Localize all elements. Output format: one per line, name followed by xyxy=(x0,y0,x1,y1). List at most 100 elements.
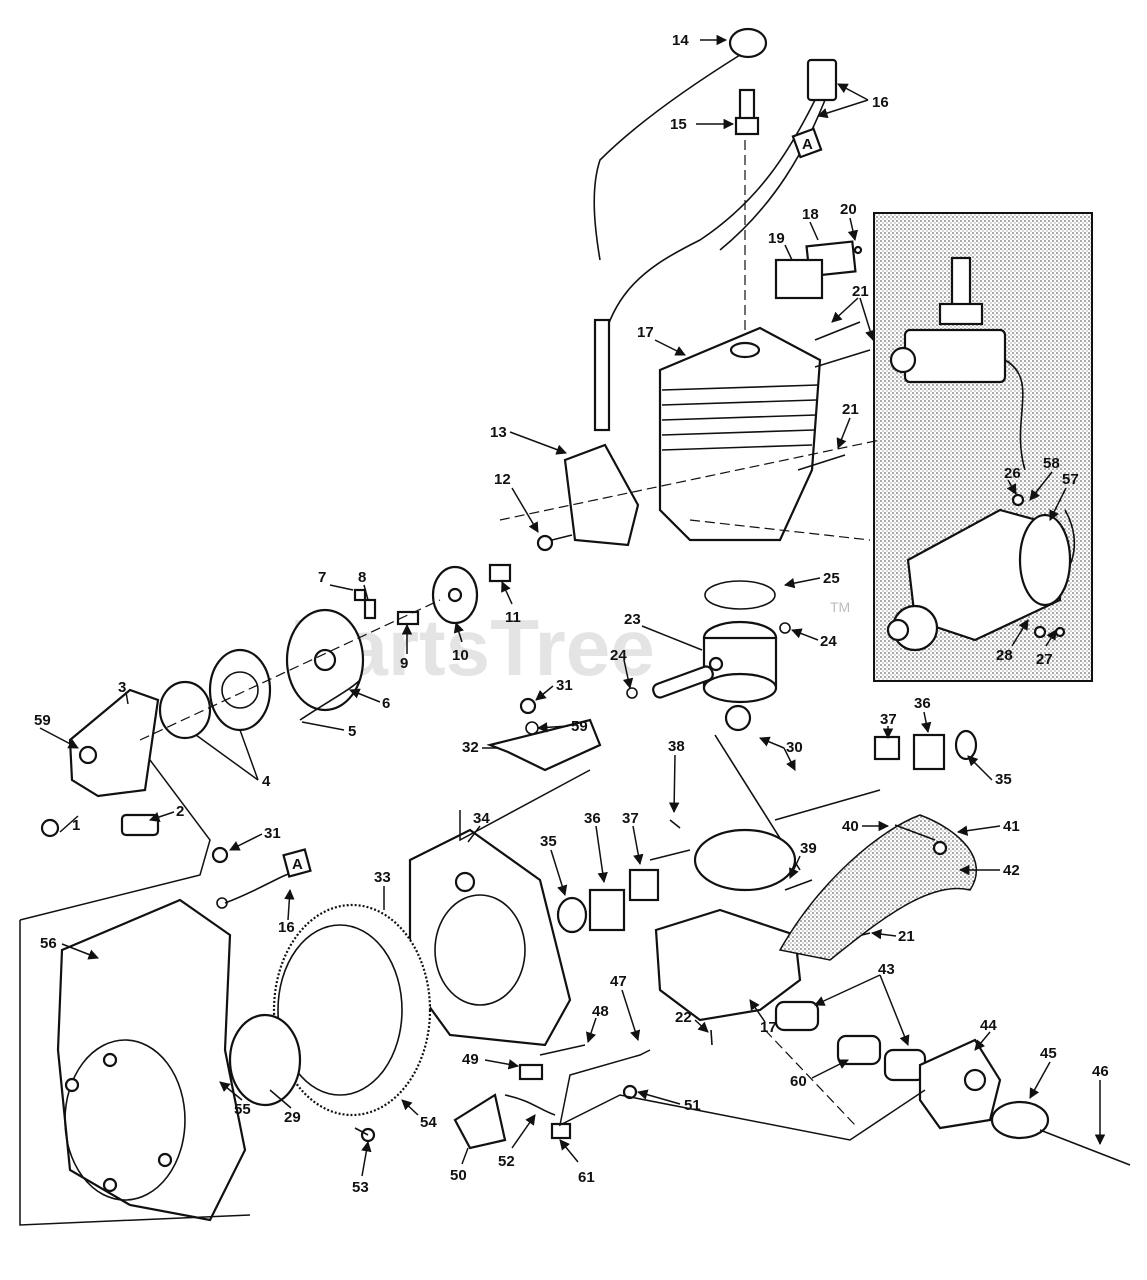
callout-44: 44 xyxy=(974,1017,997,1051)
callout-15: 15 xyxy=(670,116,735,133)
callout-14: 14 xyxy=(672,32,728,49)
callout-number: 1 xyxy=(72,817,80,834)
callout-6: 6 xyxy=(349,688,390,712)
callout-58: 58 xyxy=(1029,455,1060,501)
spark-plug xyxy=(734,88,760,136)
callout-40: 40 xyxy=(842,818,890,835)
starter-switch xyxy=(903,328,1007,384)
crankshaft xyxy=(649,704,881,892)
callout-number: 25 xyxy=(823,570,840,587)
callout-number: 47 xyxy=(610,973,627,990)
callouts: 14 15 16 20 18 19 21 17 13 21 12 26 58 5… xyxy=(34,32,1109,1196)
callout-number: 59 xyxy=(571,718,588,735)
callout-17-bottom: 17 xyxy=(749,999,777,1036)
callout-number: 34 xyxy=(473,810,490,827)
callout-number: 38 xyxy=(668,738,685,755)
callout-number: 44 xyxy=(980,1017,997,1034)
callout-number: 2 xyxy=(176,803,184,820)
callout-35-left: 35 xyxy=(540,833,568,897)
callout-number: 31 xyxy=(556,677,573,694)
callout-52: 52 xyxy=(498,1114,536,1170)
callout-18: 18 xyxy=(802,206,819,241)
callout-number: 30 xyxy=(786,739,803,756)
callout-59-mid: 59 xyxy=(536,718,588,735)
callout-number: 50 xyxy=(450,1167,467,1184)
callout-12: 12 xyxy=(494,471,539,533)
callout-29: 29 xyxy=(269,1089,301,1126)
callout-number: 41 xyxy=(1003,818,1020,835)
callout-4: 4 xyxy=(195,729,271,790)
callout-number: 5 xyxy=(348,723,356,740)
callout-55: 55 xyxy=(219,1081,251,1118)
recoil-starter xyxy=(40,608,365,838)
callout-number: 29 xyxy=(284,1109,301,1126)
callout-21-mid: 21 xyxy=(836,401,859,449)
intake-boot xyxy=(778,814,977,961)
piston-ring xyxy=(704,580,776,610)
callout-51: 51 xyxy=(636,1089,701,1114)
callout-number: 26 xyxy=(1004,465,1021,482)
callout-number: 16 xyxy=(872,94,889,111)
callout-38: 38 xyxy=(668,738,685,814)
callout-24-left: 24 xyxy=(610,647,634,690)
callout-number: 35 xyxy=(995,771,1012,788)
callout-number: 33 xyxy=(374,869,391,886)
callout-number: 21 xyxy=(852,283,869,300)
callout-21-bottom: 21 xyxy=(870,928,915,945)
callout-50: 50 xyxy=(450,1147,469,1184)
callout-43: 43 xyxy=(814,961,910,1046)
callout-2: 2 xyxy=(149,803,184,822)
callout-19: 19 xyxy=(768,230,793,261)
callout-24-right: 24 xyxy=(791,628,837,650)
callout-number: 48 xyxy=(592,1003,609,1020)
callout-36-right: 36 xyxy=(914,695,932,734)
callout-number: 6 xyxy=(382,695,390,712)
callout-36-left: 36 xyxy=(584,810,608,884)
callout-number: 23 xyxy=(624,611,641,628)
callout-3: 3 xyxy=(118,679,129,705)
callout-number: 20 xyxy=(840,201,857,218)
callout-45: 45 xyxy=(1029,1045,1057,1099)
mounting-bracket xyxy=(486,697,602,772)
callout-number: 9 xyxy=(400,655,408,672)
ignition-lead-wire: A xyxy=(596,58,838,421)
callout-number: 52 xyxy=(498,1153,515,1170)
callout-number: 39 xyxy=(800,840,817,857)
callout-number: 56 xyxy=(40,935,57,952)
callout-number: 21 xyxy=(842,401,859,418)
callout-57: 57 xyxy=(1049,471,1079,521)
callout-41: 41 xyxy=(956,818,1020,836)
callout-28: 28 xyxy=(996,619,1029,664)
callout-49: 49 xyxy=(462,1051,520,1070)
crankcase xyxy=(654,908,802,1022)
callout-10: 10 xyxy=(452,621,469,664)
ignition-module xyxy=(563,318,640,547)
callout-31-mid: 31 xyxy=(229,825,281,851)
callout-42: 42 xyxy=(958,862,1020,879)
callout-1: 1 xyxy=(59,815,80,834)
wire-tag-a-bottom: A xyxy=(292,856,303,873)
callout-number: 36 xyxy=(914,695,931,712)
callout-47: 47 xyxy=(610,973,641,1042)
callout-number: 37 xyxy=(880,711,897,728)
callout-number: 15 xyxy=(670,116,687,133)
callout-48: 48 xyxy=(586,1003,609,1043)
callout-number: 61 xyxy=(578,1169,595,1186)
callout-number: 32 xyxy=(462,739,479,756)
callout-number: 57 xyxy=(1062,471,1079,488)
callout-22: 22 xyxy=(675,1009,709,1033)
callout-number: 17 xyxy=(760,1019,777,1036)
callout-number: 14 xyxy=(672,32,689,49)
starter-housing xyxy=(68,688,160,798)
callout-number: 46 xyxy=(1092,1063,1109,1080)
piston xyxy=(702,620,778,704)
throttle-parts xyxy=(354,1044,638,1150)
wire-tag-a-top: A xyxy=(802,136,813,153)
callout-number: 4 xyxy=(262,773,271,790)
callout-39: 39 xyxy=(789,840,817,879)
callout-number: 22 xyxy=(675,1009,692,1026)
starter-rope xyxy=(299,679,361,721)
callout-8: 8 xyxy=(358,569,369,601)
air-cleaner xyxy=(990,1100,1131,1166)
callout-number: 17 xyxy=(637,324,654,341)
